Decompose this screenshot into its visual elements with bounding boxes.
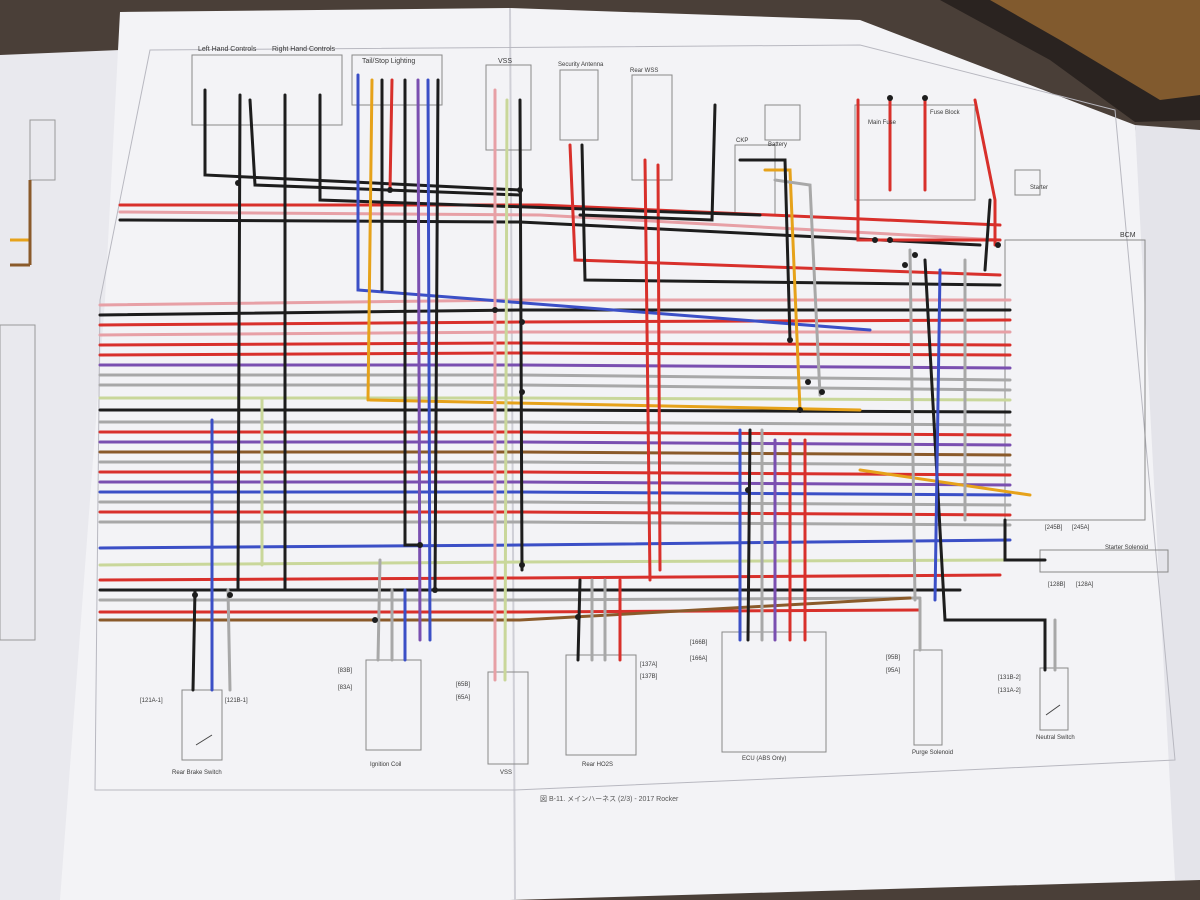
label-c137b: [137B]: [640, 674, 658, 680]
label-vss-bottom: VSS: [500, 770, 513, 776]
label-rear-wss: Rear WSS: [630, 68, 659, 74]
label-left-hand-controls: Left Hand Controls: [198, 46, 257, 53]
label-c131b: [131B-2]: [998, 675, 1021, 681]
switch-symbols: [195, 704, 1061, 746]
label-tail-lighting: Tail/Stop Lighting: [362, 58, 416, 65]
label-c65b: [65B]: [456, 682, 471, 688]
top-components: [191, 54, 1169, 573]
label-fuse-block: Fuse Block: [930, 110, 960, 116]
label-vss-top: VSS: [498, 58, 513, 65]
splice-dots: [192, 95, 1001, 623]
label-purge-solenoid: Purge Solenoid: [912, 750, 954, 756]
label-c131a: [131A-2]: [998, 688, 1021, 694]
footer-caption: 図 B-11. メインハーネス (2/3) - 2017 Rocker: [540, 796, 679, 803]
right-flap: [1135, 125, 1200, 880]
label-c121b: [121B-1]: [225, 698, 248, 704]
label-c166a: [166A]: [690, 656, 708, 662]
label-c83b: [83B]: [338, 668, 353, 674]
center-fold: [509, 7, 516, 900]
label-rear-ho2s: Rear HO2S: [582, 762, 614, 768]
label-battery: Battery: [768, 142, 788, 148]
label-security-antenna: Security Antenna: [558, 62, 604, 68]
label-c65a: [65A]: [456, 695, 471, 701]
label-c95a: [95A]: [886, 668, 901, 674]
label-c245b: [245B]: [1045, 525, 1063, 531]
label-c128b: [128B]: [1048, 582, 1066, 588]
label-neutral-switch: Neutral Switch: [1036, 735, 1075, 741]
label-c121a: [121A-1]: [140, 698, 163, 704]
left-page-fragment: [0, 119, 56, 641]
label-main-fuse: Main Fuse: [868, 120, 897, 126]
label-c83a: [83A]: [338, 685, 353, 691]
label-right-hand-controls: Right Hand Controls: [272, 46, 336, 53]
label-c245a: [245A]: [1072, 525, 1090, 531]
diagram-border: [94, 44, 1176, 791]
label-ckp: CKP: [736, 138, 749, 144]
label-ignition-coil: Ignition Coil: [370, 762, 402, 768]
vertical-wires: [191, 73, 1057, 692]
label-c128a: [128A]: [1076, 582, 1094, 588]
label-starter-solenoid: Starter Solenoid: [1105, 545, 1149, 551]
label-starter: Starter: [1030, 185, 1049, 191]
label-rear-brake-switch: Rear Brake Switch: [172, 770, 222, 776]
label-c95b: [95B]: [886, 655, 901, 661]
label-bcm: BCM: [1120, 232, 1136, 239]
corner-cork: [990, 0, 1200, 100]
label-c166b: [166B]: [690, 640, 708, 646]
label-ecu: ECU (ABS Only): [742, 756, 787, 762]
label-c137a: [137A]: [640, 662, 658, 668]
